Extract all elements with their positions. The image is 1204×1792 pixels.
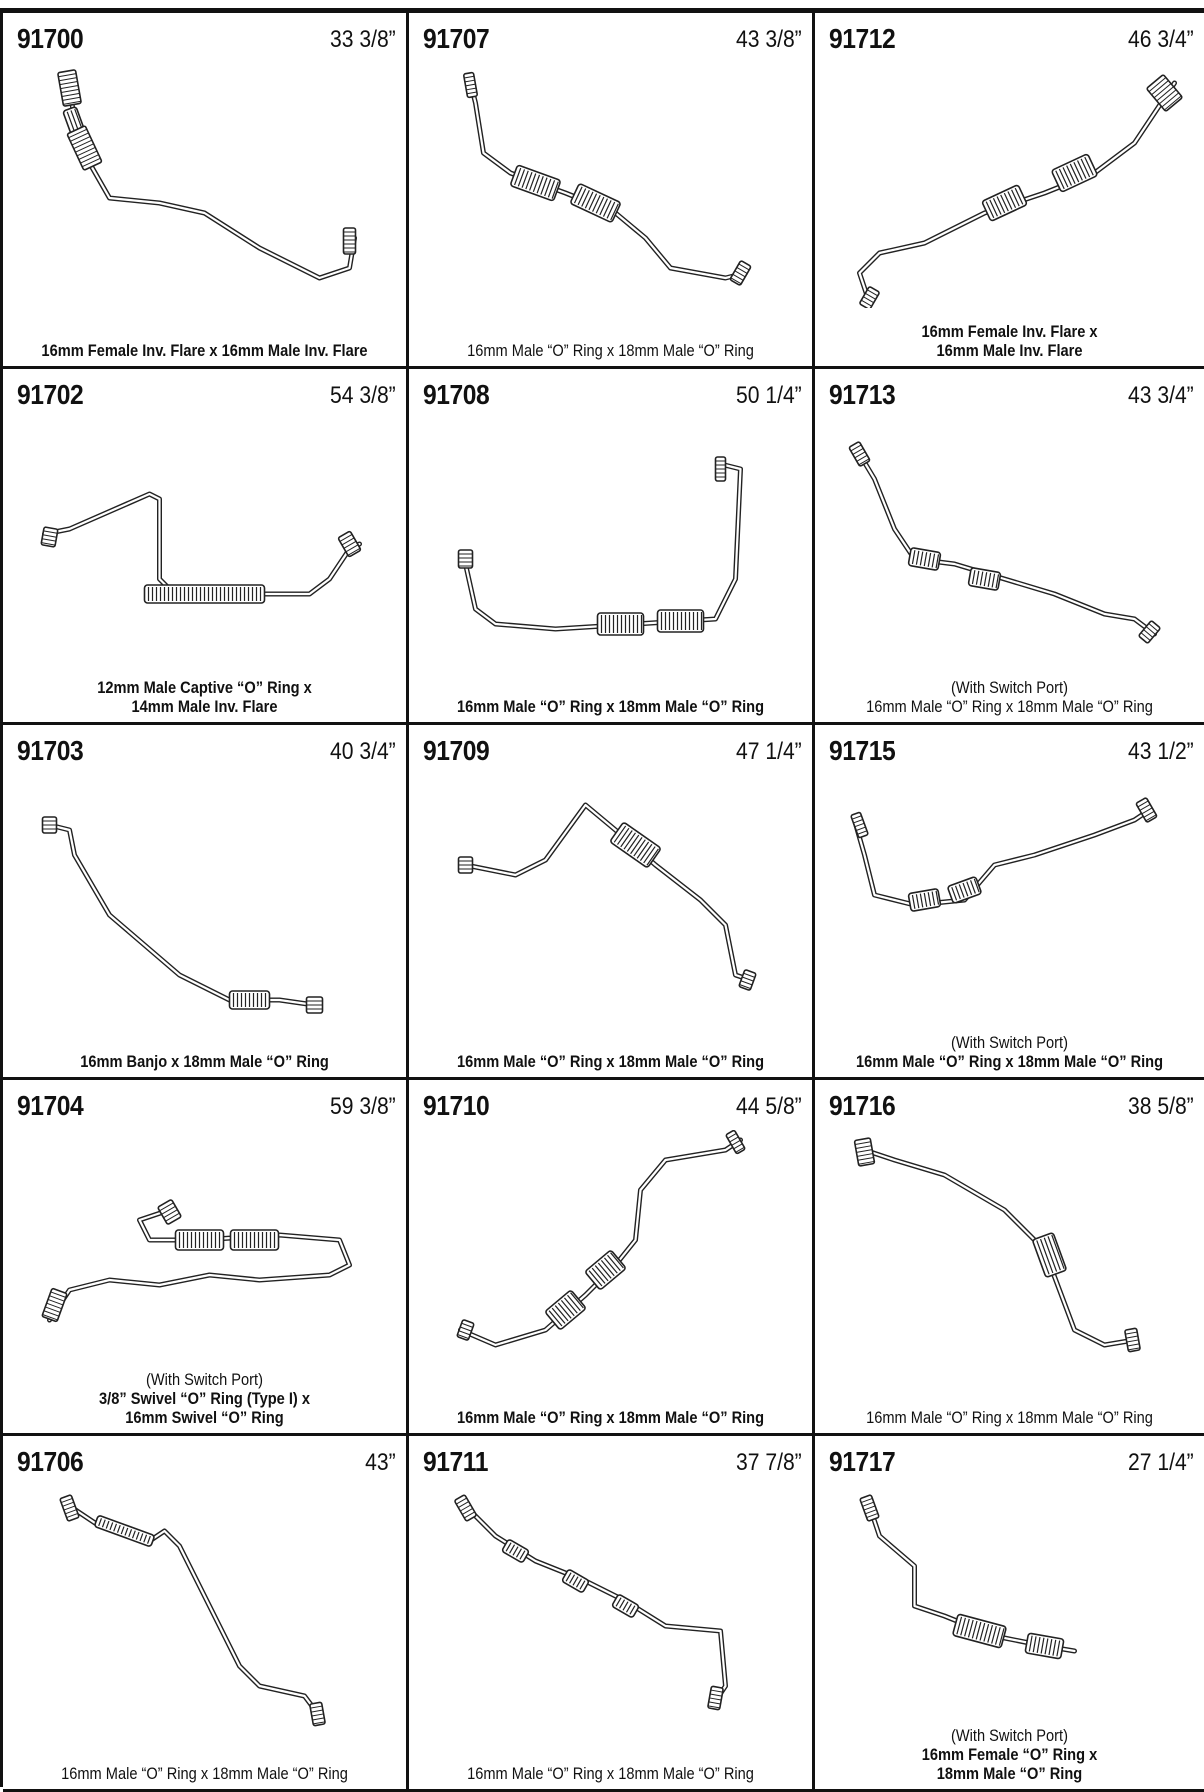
- part-number: 91710: [423, 1090, 490, 1122]
- hose-length: 47 1/4”: [736, 737, 802, 765]
- hose-line-drawing: [3, 775, 406, 1020]
- part-number: 91709: [423, 734, 490, 766]
- fitting-description: 16mm Banjo x 18mm Male “O” Ring: [3, 1052, 406, 1071]
- description-line: 16mm Banjo x 18mm Male “O” Ring: [80, 1052, 329, 1072]
- catalog-cell-91711: 91711 37 7/8” 16mm Male “O” Ring x 18mm Ma…: [409, 1436, 815, 1792]
- description-line: 16mm Female Inv. Flare x: [921, 321, 1098, 341]
- hose-line-drawing: [409, 1130, 812, 1375]
- part-number: 91711: [423, 1446, 488, 1478]
- fitting-description: 16mm Female Inv. Flare x 16mm Male Inv. …: [3, 341, 406, 360]
- hose-length: 27 1/4”: [1128, 1449, 1194, 1477]
- part-number: 91700: [17, 23, 84, 54]
- catalog-cell-91706: 91706 43” 16mm Male “O” Ring x 18mm Male “…: [3, 1436, 409, 1792]
- hose-line-drawing: [815, 775, 1204, 1020]
- part-number: 91703: [17, 734, 84, 766]
- description-line: 16mm Female “O” Ring x: [921, 1744, 1098, 1764]
- hose-line-drawing: [815, 1130, 1204, 1375]
- fitting-description: 16mm Male “O” Ring x 18mm Male “O” Ring: [409, 1408, 812, 1427]
- description-line: 16mm Male “O” Ring x 18mm Male “O” Ring: [855, 1052, 1164, 1072]
- part-number: 91704: [17, 1090, 84, 1122]
- fitting-description: 16mm Male “O” Ring x 18mm Male “O” Ring: [409, 1764, 812, 1783]
- catalog-cell-91710: 91710 44 5/8” 16mm Male “O” Ring x 18mm Ma…: [409, 1080, 815, 1437]
- catalog-cell-91703: 91703 40 3/4” 16mm Banjo x 18mm Male “O” R…: [3, 724, 409, 1081]
- hose-line-drawing: [409, 775, 812, 1020]
- description-line: 12mm Male Captive “O” Ring x: [97, 677, 312, 697]
- hose-length: 59 3/8”: [330, 1093, 396, 1121]
- hose-line-drawing: [409, 1486, 812, 1731]
- description-line: 16mm Male “O” Ring x 18mm Male “O” Ring: [456, 1052, 765, 1072]
- catalog-cell-91708: 91708 50 1/4” 16mm Male “O” Ring x 18mm Ma…: [409, 368, 815, 725]
- part-number: 91707: [423, 23, 490, 54]
- catalog-cell-91707: 91707 43 3/8” 16mm Male “O” Ring x 18mm Ma…: [409, 13, 815, 369]
- description-line: 16mm Male “O” Ring x 18mm Male “O” Ring: [866, 696, 1153, 716]
- hose-length: 43 3/4”: [1128, 381, 1194, 409]
- description-line: (With Switch Port): [951, 677, 1068, 697]
- hose-line-drawing: [3, 1486, 406, 1731]
- part-number: 91706: [17, 1446, 84, 1478]
- hose-line-drawing: [815, 1486, 1204, 1731]
- fitting-description: (With Switch Port)3/8” Swivel “O” Ring (…: [3, 1370, 406, 1427]
- description-line: 16mm Male “O” Ring x 18mm Male “O” Ring: [467, 340, 754, 360]
- catalog-cell-91704: 91704 59 3/8” (With Switch Port)3/8” Swive…: [3, 1080, 409, 1437]
- description-line: (With Switch Port): [951, 1725, 1068, 1745]
- fitting-description: 16mm Male “O” Ring x 18mm Male “O” Ring: [409, 341, 812, 360]
- hose-length: 43”: [365, 1449, 396, 1477]
- part-number: 91708: [423, 378, 490, 410]
- description-line: (With Switch Port): [146, 1370, 263, 1390]
- catalog-cell-91713: 91713 43 3/4” (With Switch Port)16mm Male …: [815, 369, 1204, 725]
- hose-line-drawing: [815, 419, 1204, 664]
- hose-length: 50 1/4”: [736, 381, 802, 409]
- hose-line-drawing: [3, 1130, 406, 1375]
- hose-length: 54 3/8”: [330, 381, 396, 409]
- hose-catalog-grid: 91700 33 3/8” 16mm Female Inv. Flare x 16m…: [0, 8, 1204, 1792]
- part-number: 91715: [829, 734, 896, 766]
- catalog-cell-91702: 91702 54 3/8” 12mm Male Captive “O” Ring x…: [3, 368, 409, 725]
- description-line: 16mm Male “O” Ring x 18mm Male “O” Ring: [456, 1408, 765, 1428]
- fitting-description: 16mm Male “O” Ring x 18mm Male “O” Ring: [3, 1764, 406, 1783]
- hose-line-drawing: [3, 419, 406, 664]
- description-line: 3/8” Swivel “O” Ring (Type I) x: [99, 1389, 310, 1409]
- part-number: 91712: [829, 23, 896, 54]
- description-line: (With Switch Port): [951, 1033, 1068, 1053]
- hose-length: 44 5/8”: [736, 1093, 802, 1121]
- hose-length: 37 7/8”: [736, 1449, 802, 1477]
- fitting-description: (With Switch Port)16mm Male “O” Ring x 1…: [815, 1033, 1204, 1071]
- hose-length: 38 5/8”: [1128, 1093, 1194, 1121]
- hose-length: 40 3/4”: [330, 737, 396, 765]
- description-line: 18mm Male “O” Ring: [936, 1763, 1083, 1783]
- hose-line-drawing: [3, 63, 406, 308]
- hose-length: 33 3/8”: [330, 26, 396, 53]
- fitting-description: 16mm Male “O” Ring x 18mm Male “O” Ring: [409, 1052, 812, 1071]
- catalog-cell-91716: 91716 38 5/8” 16mm Male “O” Ring x 18mm Ma…: [815, 1080, 1204, 1437]
- hose-line-drawing: [815, 63, 1204, 310]
- catalog-cell-91715: 91715 43 1/2” (With Switch Port)16mm Male …: [815, 725, 1204, 1081]
- part-number: 91717: [829, 1446, 896, 1478]
- hose-length: 43 1/2”: [1128, 737, 1194, 765]
- description-line: 16mm Male “O” Ring x 18mm Male “O” Ring: [61, 1763, 348, 1783]
- catalog-cell-91709: 91709 47 1/4” 16mm Male “O” Ring x 18mm Ma…: [409, 724, 815, 1081]
- hose-line-drawing: [409, 419, 812, 664]
- hose-length: 46 3/4”: [1128, 26, 1194, 53]
- fitting-description: (With Switch Port)16mm Female “O” Ring x…: [815, 1726, 1204, 1783]
- part-number: 91716: [829, 1090, 896, 1122]
- catalog-cell-91717: 91717 27 1/4” (With Switch Port)16mm Femal…: [815, 1436, 1204, 1792]
- description-line: 16mm Male Inv. Flare: [936, 340, 1083, 360]
- description-line: 16mm Male “O” Ring x 18mm Male “O” Ring: [866, 1408, 1153, 1428]
- catalog-cell-91700: 91700 33 3/8” 16mm Female Inv. Flare x 16m…: [3, 13, 409, 369]
- hose-length: 43 3/8”: [736, 26, 802, 53]
- part-number: 91702: [17, 378, 84, 410]
- fitting-description: 16mm Male “O” Ring x 18mm Male “O” Ring: [409, 697, 812, 716]
- hose-line-drawing: [409, 63, 812, 308]
- description-line: 16mm Swivel “O” Ring: [125, 1408, 284, 1428]
- fitting-description: 16mm Male “O” Ring x 18mm Male “O” Ring: [815, 1408, 1204, 1427]
- part-number: 91713: [829, 378, 896, 410]
- description-line: 16mm Male “O” Ring x 18mm Male “O” Ring: [456, 696, 765, 716]
- description-line: 16mm Female Inv. Flare x 16mm Male Inv. …: [41, 340, 368, 360]
- description-line: 14mm Male Inv. Flare: [131, 696, 278, 716]
- fitting-description: (With Switch Port)16mm Male “O” Ring x 1…: [815, 678, 1204, 716]
- description-line: 16mm Male “O” Ring x 18mm Male “O” Ring: [467, 1763, 754, 1783]
